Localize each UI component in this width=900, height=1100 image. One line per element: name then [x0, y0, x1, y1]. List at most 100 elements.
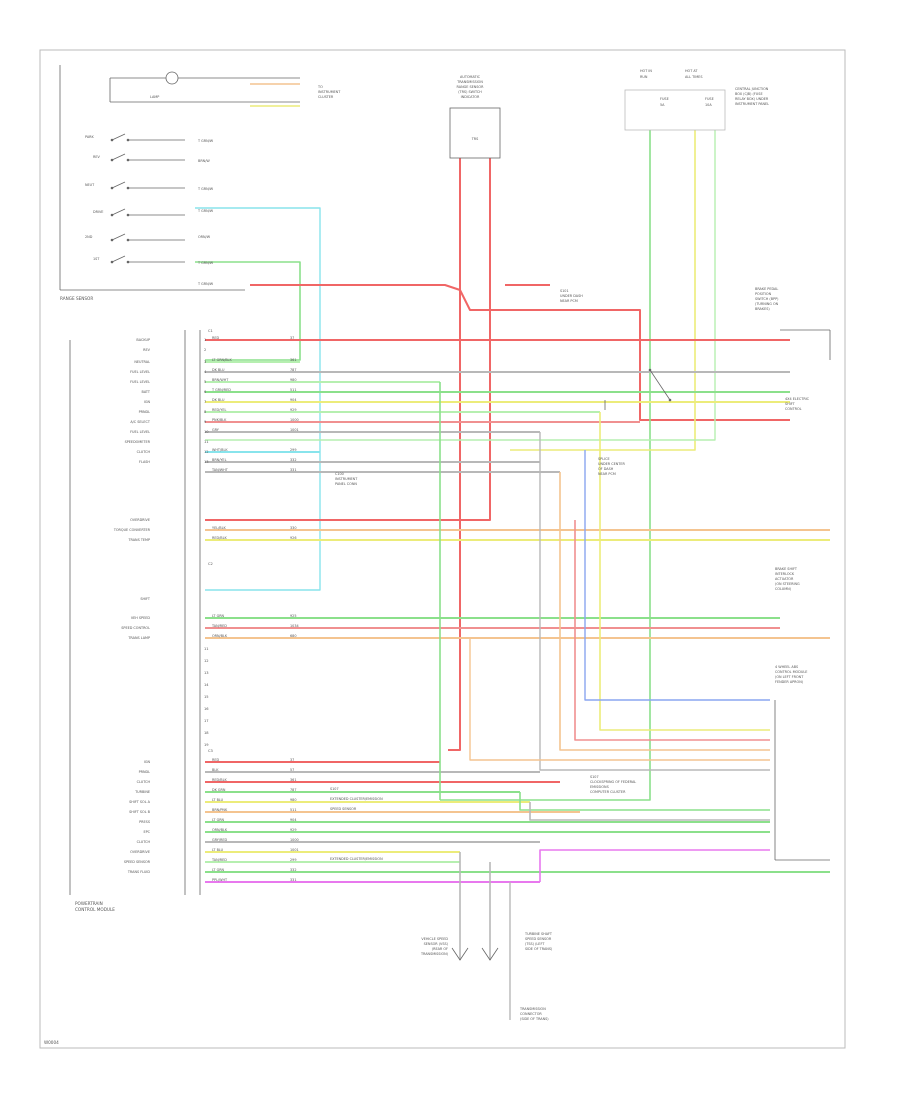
connector-ref-speed: SPEED SENSOR — [330, 807, 357, 811]
circuit-number: 787 — [290, 788, 296, 792]
footer-code: W0004 — [44, 1040, 59, 1045]
range-wire-cyan-1 — [195, 207, 321, 591]
circuit-number: 361 — [290, 358, 296, 362]
pcm-pin-number: 5 — [204, 380, 206, 384]
pcm-pin-label: FUEL LEVEL — [130, 380, 150, 384]
pcm-pin-number: 9 — [204, 420, 207, 424]
trs-wire-red-right — [205, 158, 491, 521]
switch-wire-label: ORN/W — [198, 235, 211, 239]
pcm-pin-label: SHIFT — [140, 597, 151, 601]
connector-ref-s107: EMISSIONS — [590, 785, 609, 789]
connector-ref-ext-2: EXTENDED CLUSTER/EMISSION — [330, 857, 383, 861]
fuse-box-label: RELAY BOX) UNDER — [735, 97, 769, 101]
trs-splice-label: UNDER DASH — [560, 294, 583, 298]
switch-contact — [111, 233, 126, 241]
switch-wire-label: T GRN/W — [197, 209, 214, 213]
bulb-destination-label: TO — [317, 85, 323, 89]
pcm-pin-number: 7 — [204, 400, 206, 404]
riser-pink — [574, 520, 770, 741]
pcm-label: POWERTRAIN — [75, 901, 103, 906]
pcm-pin-number: 2 — [204, 348, 206, 352]
circuit-number: 929 — [290, 828, 296, 832]
pcm-pin-number: 17 — [204, 719, 209, 723]
trs-label: INDICATOR — [461, 95, 480, 99]
bulb-label: LAMP — [150, 95, 159, 99]
wire-color-code: BRN/YEL — [212, 458, 227, 462]
label-layer: RANGE SENSORLAMPTOINSTRUMENTCLUSTERPARKR… — [60, 69, 810, 1021]
wire-color-code: DK BLU — [212, 398, 225, 402]
circuit-number: 787 — [290, 368, 296, 372]
switch-pivot — [110, 138, 114, 142]
pcm-pin-label: BATT — [142, 390, 151, 394]
trs-box-text: TRS — [471, 137, 479, 141]
switch-contact — [111, 208, 126, 216]
trans-connector-label: TRANSMISSION — [519, 1007, 546, 1011]
switch-wire-label: T GRN/W — [197, 187, 214, 191]
trs-label: AUTOMATIC — [460, 75, 481, 79]
pcm-pin-label: FLASH — [139, 460, 150, 464]
range-wire-green-1 — [195, 261, 301, 361]
pcm-pin-number: 10 — [204, 430, 209, 434]
component-layer — [59, 65, 831, 961]
pcm-pin-label: EPC — [143, 830, 150, 834]
riser-green-1 — [519, 792, 770, 811]
connector-ref-splice: SPLICE — [598, 457, 610, 461]
shift-interlock-label: COLUMN) — [775, 587, 792, 591]
pcm-pin-number: 13 — [204, 460, 209, 464]
pcm-pin-number: 16 — [204, 707, 209, 711]
connector-ref-s107b: S107 — [330, 787, 339, 791]
pcm-pin-number: 11 — [204, 647, 209, 651]
wire-color-code: LT BLU — [212, 798, 224, 802]
pcm-pin-label: TRANS FLUID — [127, 870, 151, 874]
circuit-number: 37 — [290, 336, 294, 340]
circuit-number: 1001 — [290, 848, 299, 852]
vss-label: TRANSMISSION) — [420, 952, 449, 956]
abs-module-label: (ON LEFT FRONT — [775, 675, 804, 679]
riser-orange-2 — [469, 638, 770, 761]
circuit-number: 332 — [290, 868, 296, 872]
connector-ref-s107: COMPUTER CLUSTER — [590, 790, 626, 794]
wire-color-code: LT GRN — [212, 818, 225, 822]
trs-label: TRANSMISSION — [456, 80, 483, 84]
circuit-number: 926 — [290, 536, 296, 540]
wire-color-code: DK GRN — [212, 788, 226, 792]
bpp-switch-label: SWITCH (BPP) — [755, 297, 779, 301]
wire-color-code: PPL/WHT — [212, 878, 228, 882]
trans-connector-label: (SIDE OF TRANS) — [520, 1017, 549, 1021]
wire-color-code: TAN/WHT — [211, 468, 229, 472]
fuse-col-sub: RUN — [640, 75, 648, 79]
wire-color-code: LT GRN — [212, 868, 225, 872]
wire-color-code: BRN/PNK — [212, 808, 228, 812]
circuit-number: 1001 — [290, 428, 299, 432]
bpp-switch-label: BRAKE PEDAL — [755, 287, 778, 291]
pcm-pin-label: OVERDRIVE — [130, 518, 150, 522]
wire-color-code: WHT/BLK — [212, 448, 228, 452]
fuse-wire-light-green — [205, 130, 716, 441]
relay-pivot — [648, 368, 652, 372]
switch-contact — [111, 133, 126, 141]
wire-color-code: TAN/RED — [211, 858, 227, 862]
fuse-label: FUSE — [660, 97, 669, 101]
switch-pivot — [110, 260, 114, 264]
circuit-number: 331 — [290, 468, 296, 472]
pcm-pin-number: 6 — [204, 390, 207, 394]
circuit-number: 980 — [290, 378, 296, 382]
circuit-number: 330 — [290, 526, 296, 530]
wire-color-code: TAN/RED — [211, 624, 227, 628]
riser-gray — [539, 432, 770, 771]
connector-ref-splice: OF DASH — [598, 467, 614, 471]
wire-color-code: RED — [212, 758, 219, 762]
4x4-control-label: CONTROL — [785, 407, 802, 411]
circuit-number: 929 — [290, 408, 296, 412]
wire-color-code: YEL/BLK — [212, 526, 226, 530]
connector-ref-c100: C100 — [335, 472, 344, 476]
fuse-box-label: CENTRAL JUNCTION — [735, 87, 769, 91]
shift-interlock-label: BRAKE SHIFT — [775, 567, 798, 571]
vss-sensor-icon — [451, 947, 469, 961]
shift-interlock-label: INTERLOCK — [775, 572, 795, 576]
circuit-number: 332 — [290, 458, 296, 462]
pcm-pin-label: A/C SELECT — [130, 420, 151, 424]
switch-pivot — [110, 238, 114, 242]
fuse-box-label: BOX (CJB) (FUSE — [735, 92, 763, 96]
fuse-col-sub: ALL TIMES — [685, 75, 702, 79]
